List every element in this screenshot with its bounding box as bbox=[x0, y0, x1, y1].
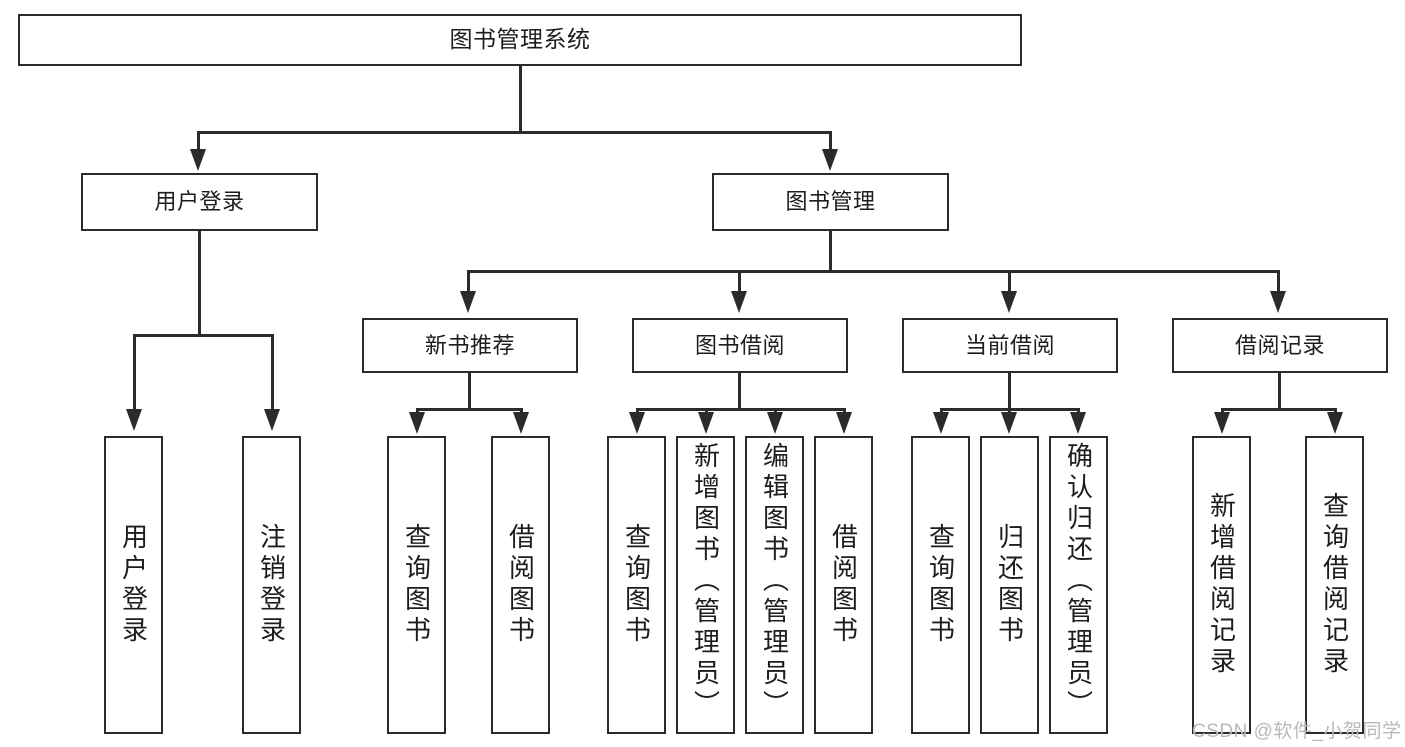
leaf-current-query-book[interactable]: 查询图书 bbox=[911, 436, 970, 734]
node-borrow-record[interactable]: 借阅记录 bbox=[1172, 318, 1388, 373]
leaf-record-query-record[interactable]: 查询借阅记录 bbox=[1305, 436, 1364, 734]
connector-drop bbox=[738, 270, 741, 292]
node-user-login[interactable]: 用户登录 bbox=[81, 173, 318, 231]
leaf-borrow-borrow-book[interactable]: 借阅图书 bbox=[814, 436, 873, 734]
arrow-down-icon bbox=[126, 409, 142, 431]
node-label: 查询图书 bbox=[401, 523, 432, 647]
leaf-recommend-query-book[interactable]: 查询图书 bbox=[387, 436, 446, 734]
node-label: 查询图书 bbox=[925, 523, 956, 647]
connector-user-login-bus bbox=[133, 334, 273, 337]
node-label: 编辑图书（管理员） bbox=[759, 442, 790, 721]
node-current-borrow[interactable]: 当前借阅 bbox=[902, 318, 1118, 373]
arrow-down-icon bbox=[1001, 291, 1017, 313]
node-label: 图书管理系统 bbox=[449, 26, 591, 53]
node-label: 注销登录 bbox=[256, 523, 287, 647]
arrow-down-icon bbox=[264, 409, 280, 431]
arrow-down-icon bbox=[1214, 412, 1230, 434]
arrow-down-icon bbox=[1270, 291, 1286, 313]
node-label: 查询图书 bbox=[621, 523, 652, 647]
arrow-down-icon bbox=[698, 412, 714, 434]
arrow-down-icon bbox=[629, 412, 645, 434]
node-new-book-recommend[interactable]: 新书推荐 bbox=[362, 318, 578, 373]
connector-drop bbox=[1008, 270, 1011, 292]
connector-drop-book-management bbox=[829, 131, 832, 151]
connector-drop bbox=[1277, 270, 1280, 292]
node-label: 借阅图书 bbox=[505, 523, 536, 647]
leaf-record-add-record[interactable]: 新增借阅记录 bbox=[1192, 436, 1251, 734]
connector-bus bbox=[1221, 408, 1337, 411]
node-label: 图书管理 bbox=[785, 189, 876, 215]
arrow-down-icon bbox=[1070, 412, 1086, 434]
arrow-down-icon bbox=[513, 412, 529, 434]
arrow-down-icon bbox=[460, 291, 476, 313]
leaf-current-confirm-return-admin[interactable]: 确认归还（管理员） bbox=[1049, 436, 1108, 734]
connector-root-bus bbox=[197, 131, 832, 134]
leaf-recommend-borrow-book[interactable]: 借阅图书 bbox=[491, 436, 550, 734]
arrow-down-icon bbox=[822, 149, 838, 171]
connector-user-login-stem bbox=[198, 231, 201, 336]
arrow-down-icon bbox=[767, 412, 783, 434]
node-label: 确认归还（管理员） bbox=[1063, 442, 1094, 721]
leaf-current-return-book[interactable]: 归还图书 bbox=[980, 436, 1039, 734]
node-book-borrow[interactable]: 图书借阅 bbox=[632, 318, 848, 373]
connector-book-management-bus bbox=[467, 270, 1279, 273]
leaf-borrow-edit-book-admin[interactable]: 编辑图书（管理员） bbox=[745, 436, 804, 734]
node-label: 借阅图书 bbox=[828, 523, 859, 647]
connector-stem bbox=[1008, 373, 1011, 411]
arrow-down-icon bbox=[190, 149, 206, 171]
connector-drop bbox=[271, 334, 274, 410]
node-label: 新书推荐 bbox=[424, 332, 515, 358]
connector-stem bbox=[468, 373, 471, 411]
node-label: 当前借阅 bbox=[964, 332, 1055, 358]
arrow-down-icon bbox=[836, 412, 852, 434]
node-label: 新增图书（管理员） bbox=[690, 442, 721, 721]
leaf-borrow-add-book-admin[interactable]: 新增图书（管理员） bbox=[676, 436, 735, 734]
arrow-down-icon bbox=[1001, 412, 1017, 434]
node-label: 用户登录 bbox=[118, 523, 149, 647]
arrow-down-icon bbox=[933, 412, 949, 434]
connector-book-management-stem bbox=[829, 231, 832, 273]
arrow-down-icon bbox=[409, 412, 425, 434]
connector-stem bbox=[738, 373, 741, 411]
connector-root-stem bbox=[519, 66, 522, 132]
connector-bus bbox=[416, 408, 523, 411]
connector-drop bbox=[467, 270, 470, 292]
connector-drop bbox=[133, 334, 136, 410]
node-label: 借阅记录 bbox=[1234, 332, 1325, 358]
node-label: 图书借阅 bbox=[694, 332, 785, 358]
connector-bus bbox=[636, 408, 844, 411]
leaf-user-login[interactable]: 用户登录 bbox=[104, 436, 163, 734]
connector-drop-user-login bbox=[197, 131, 200, 151]
node-root-book-management-system[interactable]: 图书管理系统 bbox=[18, 14, 1022, 66]
node-label: 用户登录 bbox=[154, 189, 245, 215]
connector-stem bbox=[1278, 373, 1281, 411]
leaf-logout[interactable]: 注销登录 bbox=[242, 436, 301, 734]
node-label: 归还图书 bbox=[994, 523, 1025, 647]
node-label: 查询借阅记录 bbox=[1319, 492, 1350, 678]
arrow-down-icon bbox=[731, 291, 747, 313]
arrow-down-icon bbox=[1327, 412, 1343, 434]
leaf-borrow-query-book[interactable]: 查询图书 bbox=[607, 436, 666, 734]
node-label: 新增借阅记录 bbox=[1206, 492, 1237, 678]
node-book-management[interactable]: 图书管理 bbox=[712, 173, 949, 231]
